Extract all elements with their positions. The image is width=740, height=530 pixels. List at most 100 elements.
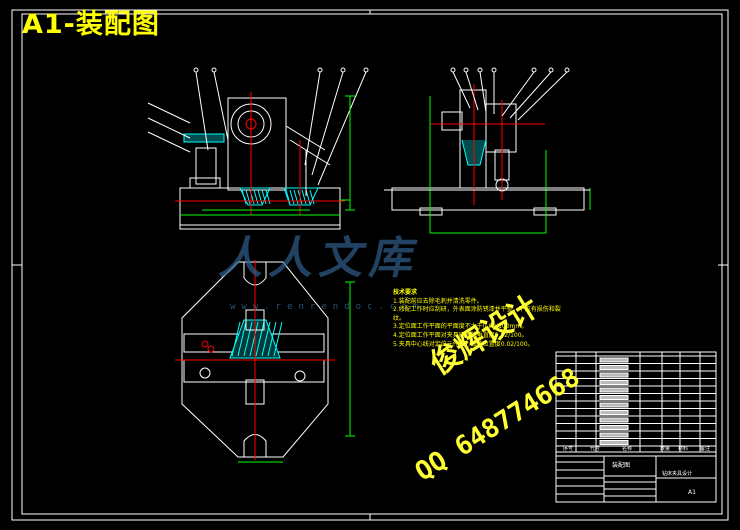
item-balloon	[193, 67, 199, 73]
leader-line	[147, 102, 191, 124]
hatch-line	[245, 189, 251, 205]
note-line: 5.夹具中心线对定位元件中心线的位置度0.02/100。	[393, 340, 534, 348]
item-balloon	[450, 67, 456, 73]
base-plate-foot	[179, 224, 341, 230]
technical-requirements: 技术要求 1.装配前应去除毛刺并清洗零件。 2.修配工作时应刮研，外表面涂防锈漆…	[393, 289, 593, 349]
leader-line	[317, 71, 367, 186]
title-block-sheet-size: A1	[688, 489, 696, 496]
col-remark: 备注	[700, 446, 711, 452]
inner-frame	[21, 13, 723, 515]
item-balloon	[317, 67, 323, 73]
parts-list-text-stub	[599, 387, 629, 393]
clamp-nut	[189, 177, 221, 189]
linkage-edge	[285, 125, 326, 151]
parts-list-text-stub	[599, 380, 629, 385]
parts-list-text-stub	[599, 432, 629, 438]
plan-pin	[207, 345, 215, 353]
leader-line	[501, 71, 535, 117]
clamp-bar	[183, 133, 225, 143]
parts-list-text-stub	[599, 357, 629, 363]
locating-cone-right	[283, 187, 319, 206]
hatch-line	[241, 189, 247, 205]
col-name: 名称	[622, 446, 633, 452]
side-base-slot	[533, 207, 557, 216]
hatch-line	[261, 321, 271, 357]
plan-bolt-head	[199, 367, 211, 379]
note-line: 3.定位面工作平面的平面度不大于0.02/100mm。	[393, 323, 528, 331]
item-balloon	[340, 67, 346, 73]
parts-list-text-stub	[599, 402, 629, 408]
leader-line	[147, 131, 191, 153]
leader-line	[311, 71, 344, 176]
plan-lower-bar	[183, 359, 325, 383]
item-balloon	[491, 67, 497, 73]
sheet-size-label: A1-装配图	[22, 9, 160, 40]
item-balloon	[548, 67, 554, 73]
hatch-line	[237, 321, 247, 357]
parts-list-text-stub	[599, 417, 629, 423]
col-code: 代号	[590, 446, 601, 452]
watermark-logo: 人人文库	[215, 233, 427, 284]
hatch-line	[309, 189, 315, 205]
clamp-bolt	[195, 147, 217, 185]
parts-list-text-stub	[599, 365, 629, 370]
leader-line	[213, 71, 229, 141]
hatch-line	[257, 189, 263, 205]
hatch-line	[301, 189, 307, 205]
hatch-line	[231, 321, 241, 357]
item-balloon	[463, 67, 469, 73]
leader-line	[479, 71, 487, 113]
side-base-plate	[391, 187, 585, 211]
title-block-drawing-name: 装配图	[612, 462, 631, 469]
item-balloon	[363, 67, 369, 73]
parts-list-text-stub	[599, 410, 629, 415]
leader-line	[517, 71, 568, 121]
item-balloon	[531, 67, 537, 73]
plan-outline	[181, 261, 329, 458]
hatch-line	[255, 321, 265, 357]
side-base-slot	[419, 207, 443, 216]
item-balloon	[211, 67, 217, 73]
side-bushing-housing	[485, 103, 517, 153]
hatch-line	[289, 189, 295, 205]
plan-pin	[201, 340, 209, 348]
base-plate	[179, 187, 341, 226]
hatch-line	[253, 189, 259, 205]
hatch-line	[249, 321, 259, 357]
note-line: 2.修配工作时应刮研，外表面涂防锈漆并平整，不应有损伤和裂	[393, 306, 561, 314]
side-bushing	[441, 111, 463, 131]
leader-line	[452, 71, 471, 109]
fixture-body	[227, 97, 287, 191]
parts-list-text-stub	[599, 372, 629, 378]
leader-line	[465, 71, 479, 111]
note-line: 1.装配前应去除毛刺并清洗零件。	[393, 297, 483, 305]
parts-list-text-stub	[599, 425, 629, 430]
col-material: 材料	[678, 446, 689, 452]
leader-line	[304, 71, 321, 166]
hatch-line	[305, 189, 311, 205]
parts-list-text-stub	[599, 440, 629, 445]
locating-cone-left	[239, 187, 271, 206]
side-upright	[459, 89, 487, 189]
note-line: 纹。	[393, 314, 406, 322]
leader-line	[195, 71, 209, 151]
item-balloon	[564, 67, 570, 73]
parts-list-frame	[555, 351, 717, 503]
hatch-line	[273, 321, 283, 357]
hatch-line	[293, 189, 299, 205]
leader-line	[147, 117, 191, 139]
hatch-line	[267, 321, 277, 357]
hatch-line	[243, 321, 253, 357]
col-index: 序号	[563, 446, 574, 452]
plan-bolt-head	[294, 370, 306, 382]
note-line: 4.定位面工作平面对夹具底面的垂直度0.02/100。	[393, 331, 528, 339]
watermark-site: www.renrendoc.com	[230, 302, 425, 312]
hatch-line	[265, 189, 271, 205]
linkage-edge	[289, 139, 331, 166]
col-qty: 数量	[660, 446, 671, 452]
item-balloon	[477, 67, 483, 73]
leader-line	[509, 71, 552, 119]
hatch-line	[285, 189, 291, 205]
